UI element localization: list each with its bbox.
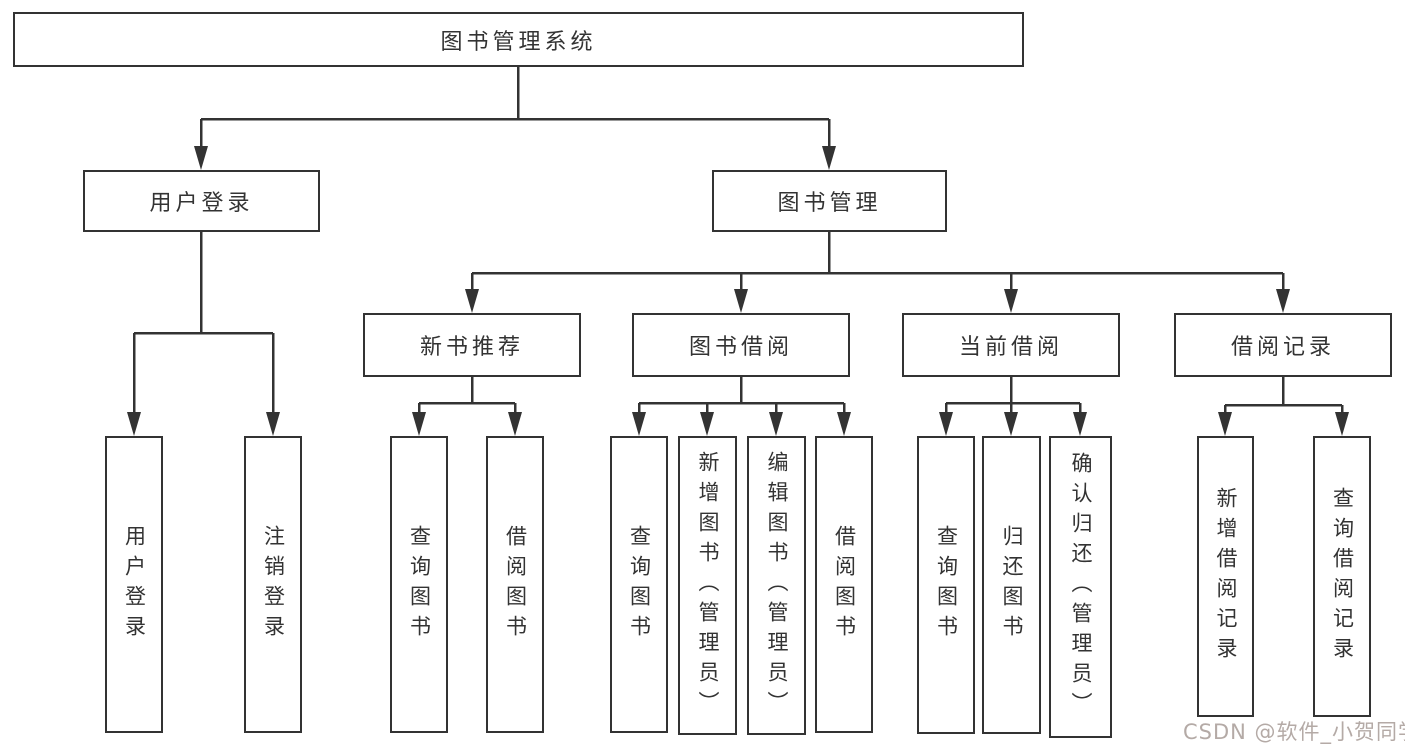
node-book-borrow: 图书借阅 bbox=[632, 313, 850, 377]
arrowhead bbox=[1276, 289, 1290, 313]
node-library-management-system: 图书管理系统 bbox=[13, 12, 1024, 67]
leaf-user-login: 用户登录 bbox=[105, 436, 163, 733]
node-label: 编辑图书（管理员） bbox=[765, 450, 789, 721]
leaf-add-borrow-record: 新增借阅记录 bbox=[1197, 436, 1254, 717]
node-label: 新增借阅记录 bbox=[1214, 486, 1238, 667]
connector-line bbox=[470, 232, 1285, 295]
node-label: 用户登录 bbox=[122, 524, 147, 645]
node-label: 查询图书 bbox=[407, 524, 432, 645]
connector-line bbox=[637, 377, 846, 415]
node-label: 新增图书（管理员） bbox=[696, 450, 720, 721]
arrowhead bbox=[734, 289, 748, 313]
arrowhead bbox=[837, 412, 851, 436]
arrowhead bbox=[822, 146, 836, 170]
node-label: 新书推荐 bbox=[419, 335, 524, 360]
leaf-confirm-return-admin: 确认归还（管理员） bbox=[1049, 436, 1112, 738]
node-label: 查询图书 bbox=[934, 525, 959, 645]
leaf-query-borrow-record: 查询借阅记录 bbox=[1313, 436, 1371, 717]
node-current-borrow: 当前借阅 bbox=[902, 313, 1120, 377]
arrowhead bbox=[632, 412, 646, 436]
connector-line bbox=[944, 377, 1082, 415]
node-label: 确认归还（管理员） bbox=[1069, 452, 1093, 722]
leaf-edit-books-admin: 编辑图书（管理员） bbox=[747, 436, 806, 735]
connector-new-book-recommend-to-leaves bbox=[412, 377, 522, 436]
node-label: 当前借阅 bbox=[958, 335, 1063, 360]
node-label: 图书借阅 bbox=[688, 335, 793, 360]
node-user-login-branch: 用户登录 bbox=[83, 170, 320, 232]
node-book-management: 图书管理 bbox=[712, 170, 947, 232]
arrowhead bbox=[939, 412, 953, 436]
arrowhead bbox=[465, 289, 479, 313]
connector-line bbox=[132, 232, 275, 415]
connector-book-borrow-to-leaves bbox=[632, 377, 851, 436]
connector-line bbox=[199, 66, 831, 152]
node-label: 借阅图书 bbox=[832, 524, 857, 645]
arrowhead bbox=[127, 412, 141, 436]
leaf-query-books-borrow: 查询图书 bbox=[610, 436, 668, 733]
arrowhead bbox=[412, 412, 426, 436]
csdn-watermark: CSDN @软件_小贺同学 bbox=[1183, 720, 1405, 744]
connector-root-to-level2 bbox=[194, 66, 836, 170]
arrowhead bbox=[1218, 412, 1232, 436]
node-label: 注销登录 bbox=[261, 524, 286, 645]
leaf-add-books-admin: 新增图书（管理员） bbox=[678, 436, 737, 735]
arrowhead bbox=[700, 412, 714, 436]
arrowhead bbox=[769, 412, 783, 436]
node-label: 借阅记录 bbox=[1230, 335, 1335, 360]
leaf-query-books-recommend: 查询图书 bbox=[390, 436, 448, 733]
arrowhead bbox=[1004, 289, 1018, 313]
leaf-logout: 注销登录 bbox=[244, 436, 302, 733]
node-label: 图书管理系统 bbox=[440, 29, 597, 55]
node-label: 用户登录 bbox=[149, 191, 254, 216]
connector-line bbox=[417, 377, 517, 415]
connector-line bbox=[1223, 377, 1344, 415]
leaf-return-books: 归还图书 bbox=[982, 436, 1041, 734]
node-label: 查询图书 bbox=[627, 524, 652, 645]
node-new-book-recommend: 新书推荐 bbox=[363, 313, 581, 377]
leaf-query-books-current: 查询图书 bbox=[917, 436, 975, 734]
arrowhead bbox=[508, 412, 522, 436]
arrowhead bbox=[266, 412, 280, 436]
arrowhead bbox=[194, 146, 208, 170]
connector-current-borrow-to-leaves bbox=[939, 377, 1087, 436]
leaf-borrow-books: 借阅图书 bbox=[815, 436, 873, 733]
leaf-borrow-books-recommend: 借阅图书 bbox=[486, 436, 544, 733]
node-label: 查询借阅记录 bbox=[1330, 486, 1355, 667]
node-label: 归还图书 bbox=[1000, 525, 1024, 645]
connector-book-management-to-level3 bbox=[465, 232, 1290, 313]
node-label: 图书管理 bbox=[777, 191, 882, 216]
arrowhead bbox=[1335, 412, 1349, 436]
node-borrow-records: 借阅记录 bbox=[1174, 313, 1392, 377]
arrowhead bbox=[1073, 412, 1087, 436]
connector-borrow-records-to-leaves bbox=[1218, 377, 1349, 436]
node-label: 借阅图书 bbox=[503, 524, 528, 645]
arrowhead bbox=[1004, 412, 1018, 436]
connector-user-login-to-leaves bbox=[127, 232, 280, 436]
